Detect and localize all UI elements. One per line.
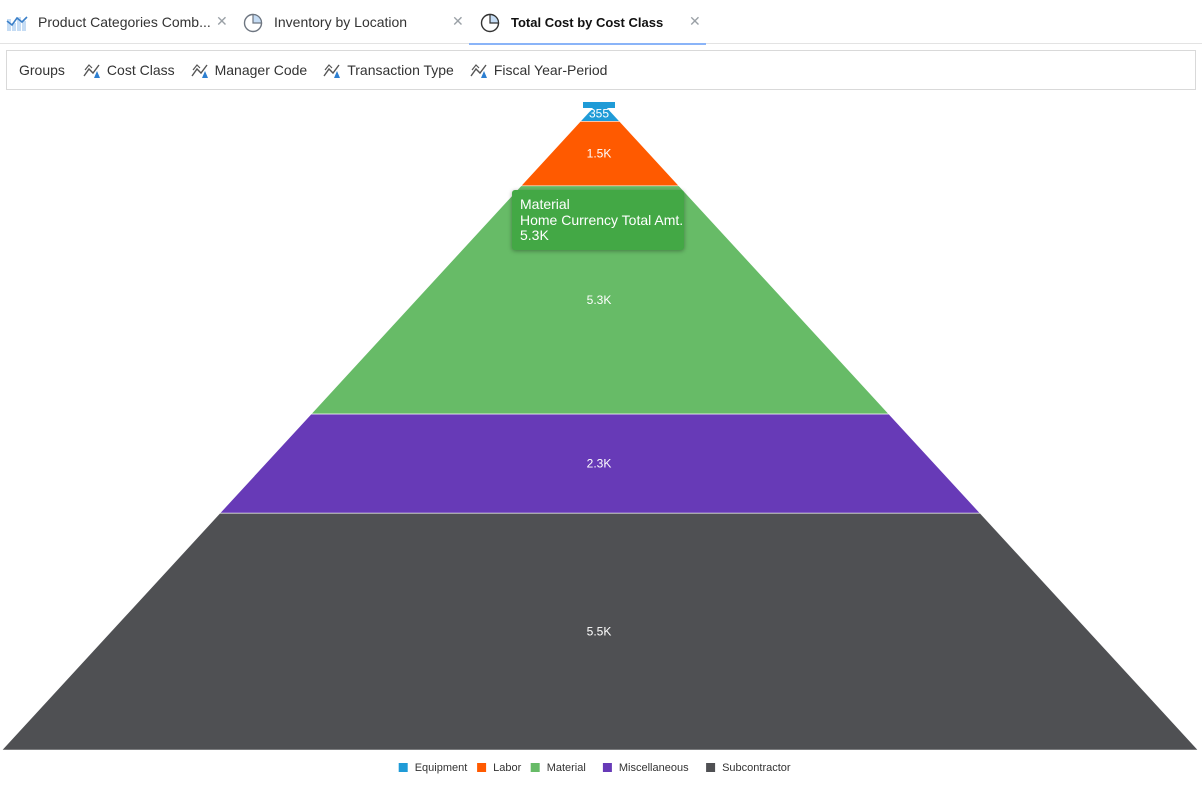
- tooltip-value: 5.3K: [520, 227, 549, 243]
- close-icon[interactable]: ✕: [452, 13, 464, 29]
- close-icon[interactable]: ✕: [216, 13, 228, 29]
- legend-label[interactable]: Subcontractor: [722, 762, 791, 774]
- group-label: Fiscal Year-Period: [493, 62, 608, 78]
- group-fiscal-year-period[interactable]: Fiscal Year-Period: [470, 62, 608, 78]
- tab-total-cost-by-cost-class[interactable]: Total Cost by Cost Class ✕: [469, 0, 706, 45]
- legend-swatch[interactable]: [398, 763, 408, 772]
- data-label: 2.3K: [587, 457, 612, 471]
- legend-label[interactable]: Material: [547, 762, 586, 774]
- trend-arrow-icon: [470, 64, 487, 78]
- groups-bar: Groups Cost Class Manager Code Transacti…: [6, 50, 1196, 90]
- trend-arrow-icon: [323, 64, 341, 78]
- trend-arrow-icon: [191, 64, 208, 78]
- tab-label: Inventory by Location: [274, 14, 408, 30]
- pie-chart-icon: [243, 13, 263, 33]
- legend-label[interactable]: Labor: [493, 762, 521, 774]
- group-manager-code[interactable]: Manager Code: [191, 62, 308, 78]
- close-icon[interactable]: ✕: [689, 13, 701, 29]
- tab-label: Product Categories Comb...: [38, 14, 211, 30]
- group-cost-class[interactable]: Cost Class: [83, 62, 175, 78]
- legend-swatch[interactable]: [706, 763, 716, 772]
- legend-swatch[interactable]: [477, 763, 487, 772]
- bar-chart-icon: [6, 16, 28, 31]
- groups-label: Groups: [19, 62, 65, 78]
- legend-swatch[interactable]: [602, 763, 612, 772]
- pie-chart-icon: [480, 13, 500, 33]
- tab-label: Total Cost by Cost Class: [511, 14, 664, 30]
- data-label: 5.5K: [587, 625, 612, 639]
- group-transaction-type[interactable]: Transaction Type: [323, 62, 454, 78]
- legend-label[interactable]: Equipment: [415, 762, 468, 774]
- data-label: 355: [589, 107, 609, 121]
- tooltip-measure: Home Currency Total Amt.: [520, 211, 684, 228]
- legend-label[interactable]: Miscellaneous: [619, 762, 689, 774]
- data-label: 1.5K: [587, 147, 612, 161]
- group-label: Transaction Type: [347, 62, 454, 78]
- tab-bar: Product Categories Comb... ✕ Inventory b…: [0, 0, 1202, 45]
- data-label: 5.3K: [587, 293, 612, 307]
- chart-tooltip: Material Home Currency Total Amt. 5.3K: [512, 190, 684, 250]
- trend-arrow-icon: [83, 64, 100, 78]
- group-label: Cost Class: [106, 62, 175, 78]
- legend-swatch[interactable]: [530, 763, 540, 772]
- group-label: Manager Code: [214, 62, 308, 78]
- tab-product-categories[interactable]: Product Categories Comb... ✕: [6, 0, 236, 44]
- funnel-segment-subcontractor[interactable]: [1, 512, 1199, 751]
- tab-inventory-by-location[interactable]: Inventory by Location ✕: [242, 0, 467, 44]
- funnel-chart: 355 1.5K 5.3K 2.3K 5.5K Equipment Labor Materia…: [1, 102, 1199, 774]
- segment-marker: [583, 102, 615, 108]
- tooltip-category: Material: [520, 196, 570, 212]
